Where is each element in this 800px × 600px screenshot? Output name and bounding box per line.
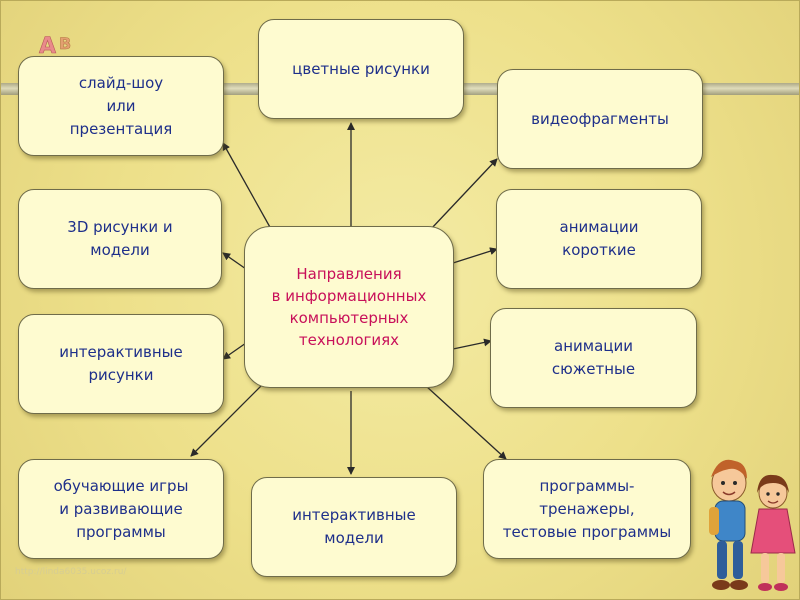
node-color-pictures-label: цветные рисунки — [292, 59, 430, 78]
node-slideshow: слайд-шоу или презентация — [18, 56, 224, 156]
node-interactive-models: интерактивные модели — [251, 477, 457, 577]
svg-text:A: A — [39, 34, 56, 59]
node-plot-animations: анимации сюжетные — [490, 308, 697, 408]
node-video-fragments-label: видеофрагменты — [531, 109, 669, 128]
arrow-to-slideshow — [222, 142, 272, 230]
node-trainer-programs: программы- тренажеры, тестовые программы — [483, 459, 691, 559]
ab-letters-icon: A B — [39, 34, 72, 59]
node-color-pictures: цветные рисунки — [258, 19, 464, 119]
arrow-to-video-fragments — [430, 158, 498, 230]
center-node-label: Направления в информационных компьютерны… — [271, 265, 427, 349]
node-3d-pictures-label: 3D рисунки и модели — [67, 218, 173, 259]
node-educational-games: обучающие игры и развивающие программы — [18, 459, 224, 559]
node-short-animations-label: анимации короткие — [559, 218, 639, 259]
arrow-to-3d-pictures — [222, 252, 247, 270]
node-trainer-programs-label: программы- тренажеры, тестовые программы — [502, 476, 672, 541]
svg-text:B: B — [59, 34, 71, 53]
node-slideshow-label: слайд-шоу или презентация — [69, 73, 173, 138]
children-illustration-icon — [709, 459, 796, 591]
node-video-fragments: видеофрагменты — [497, 69, 703, 169]
arrow-to-educational-games — [190, 380, 267, 457]
node-educational-games-label: обучающие игры и развивающие программы — [53, 476, 189, 541]
watermark: http://linda6035.ucoz.ru/ — [15, 567, 127, 577]
arrow-to-interactive-pictures — [222, 342, 247, 360]
node-interactive-pictures-label: интерактивные рисунки — [59, 343, 183, 384]
arrow-to-plot-animations — [452, 338, 492, 350]
node-interactive-pictures: интерактивные рисунки — [18, 314, 224, 414]
node-3d-pictures: 3D рисунки и модели — [18, 189, 222, 289]
arrow-to-short-animations — [452, 247, 498, 264]
center-node: Направления в информационных компьютерны… — [244, 226, 454, 388]
arrow-to-trainer-programs — [425, 385, 507, 460]
node-plot-animations-label: анимации сюжетные — [551, 337, 636, 378]
node-short-animations: анимации короткие — [496, 189, 702, 289]
node-interactive-models-label: интерактивные модели — [292, 506, 416, 547]
